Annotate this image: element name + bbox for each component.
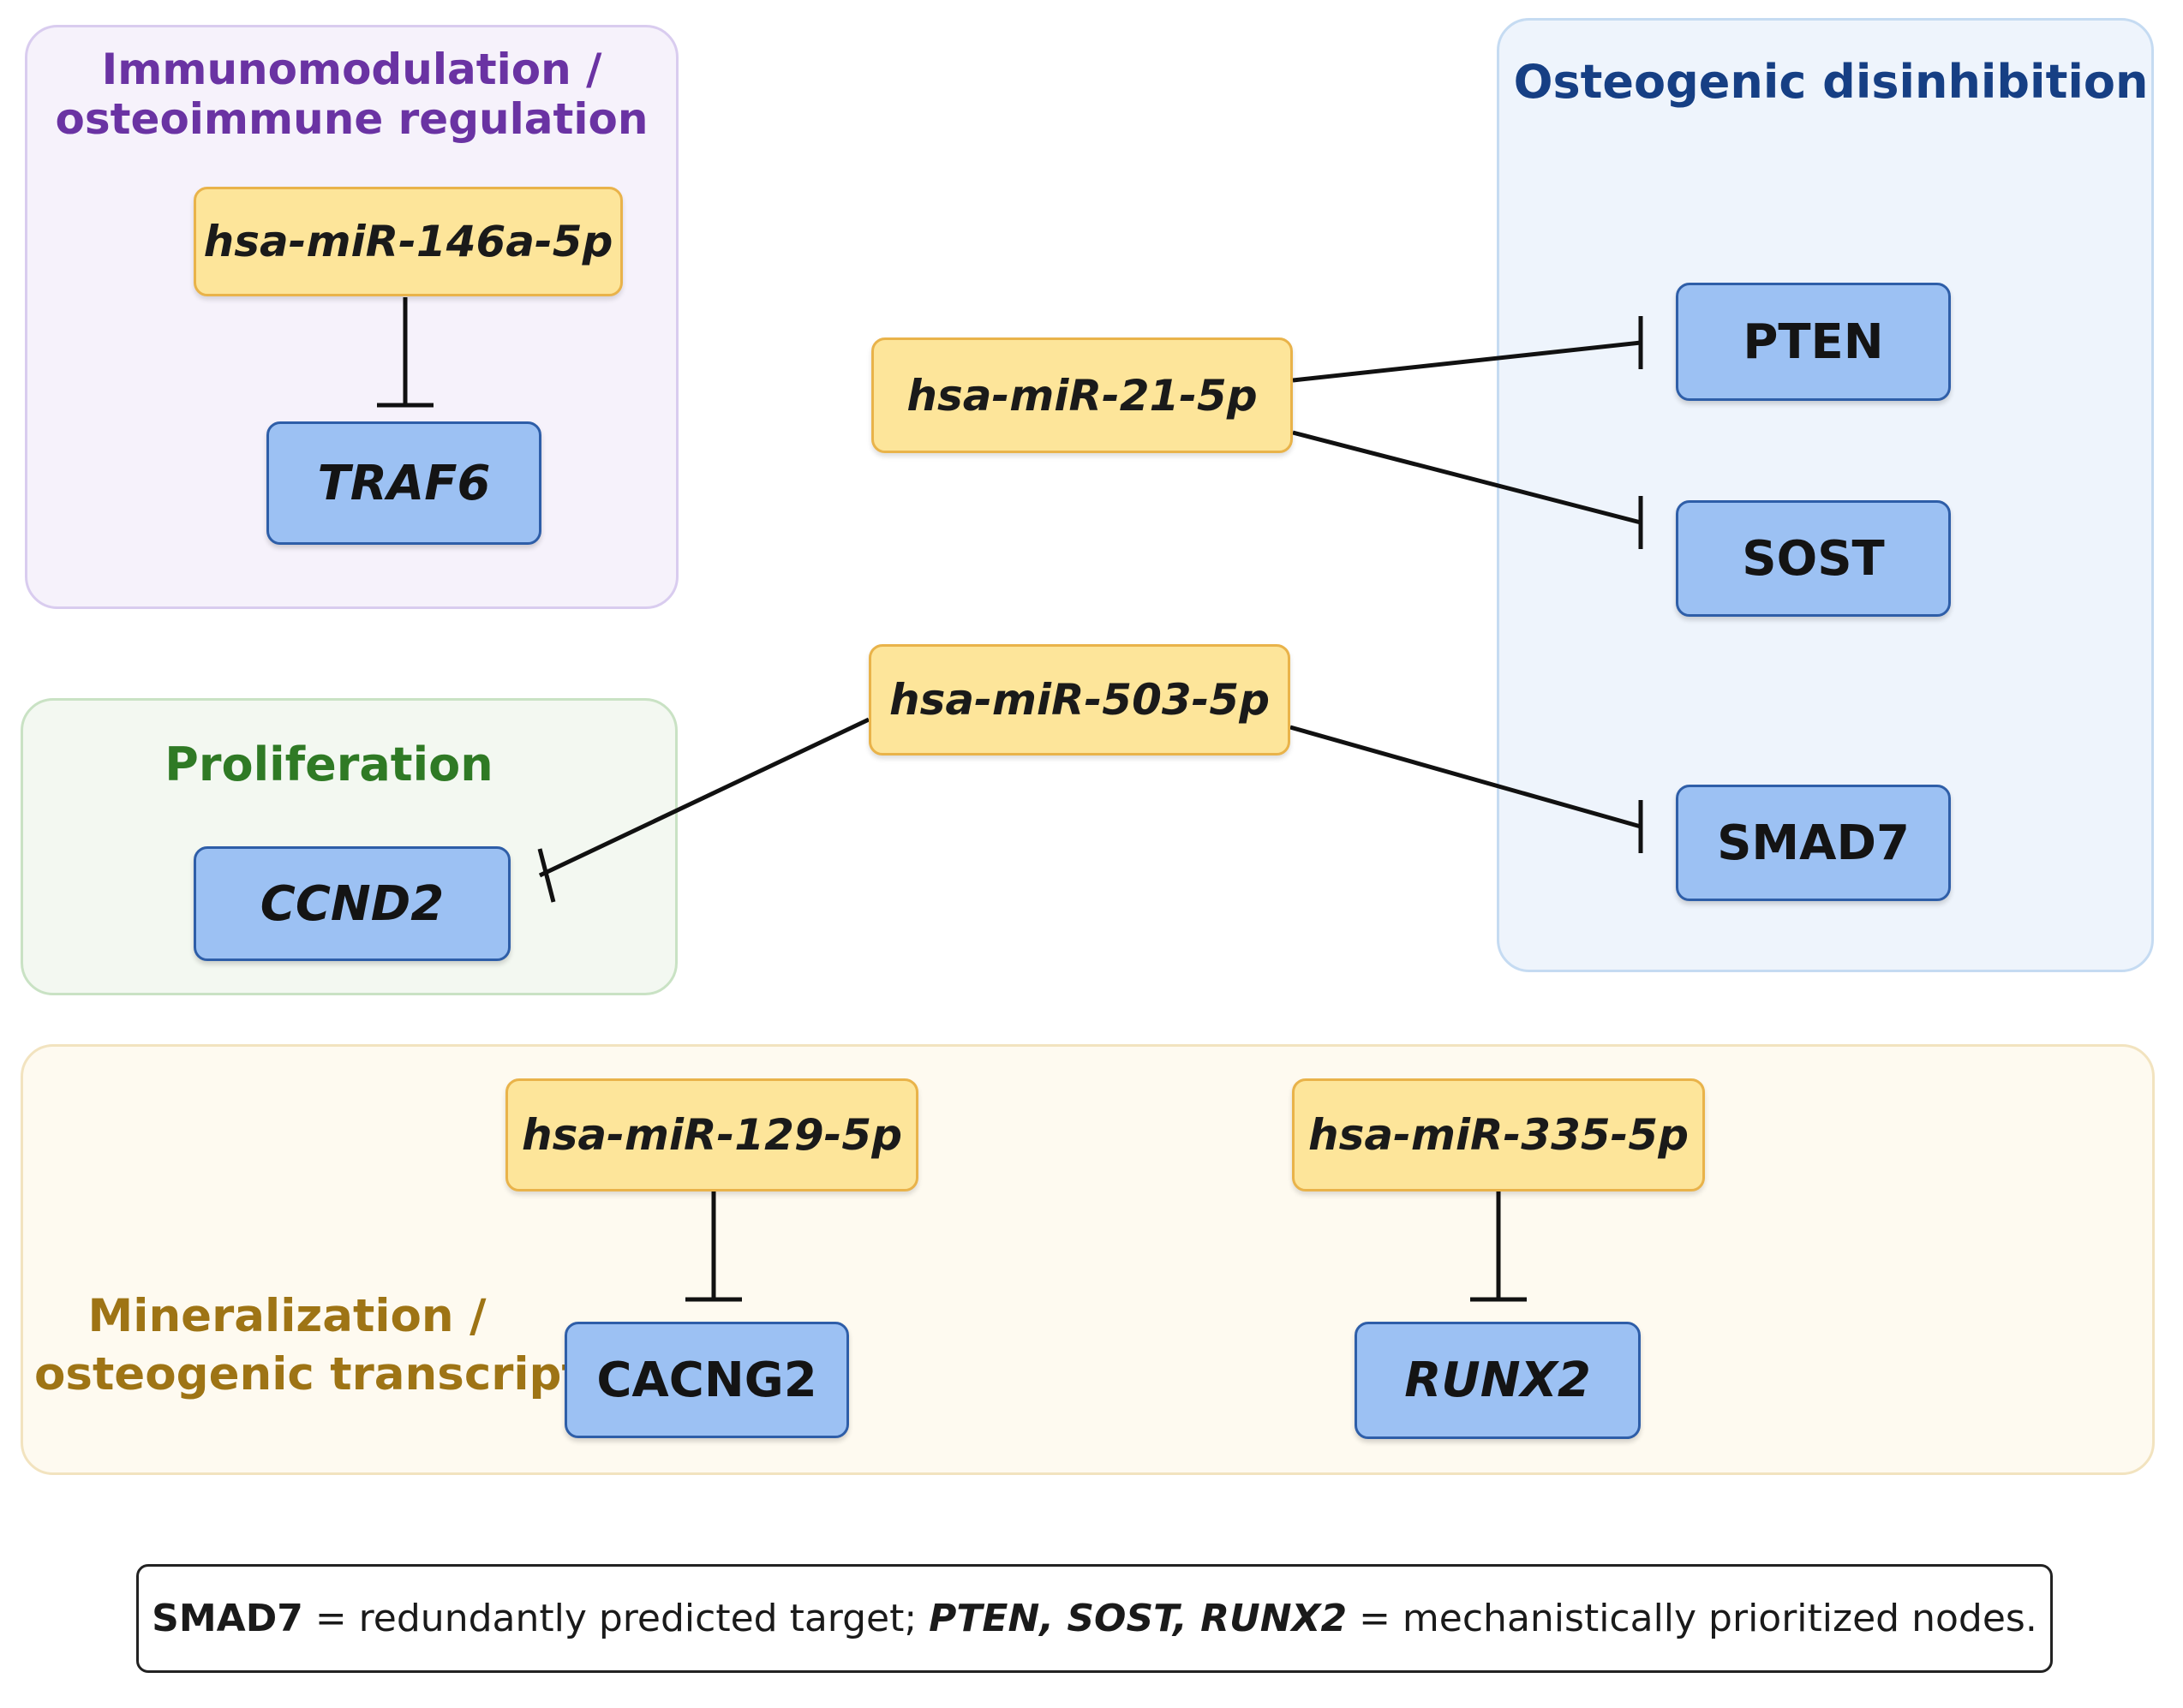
gene-pten: PTEN xyxy=(1676,283,1951,401)
gene-runx2: RUNX2 xyxy=(1355,1322,1641,1439)
gene-cacng2: CACNG2 xyxy=(565,1322,849,1438)
mirna-hsa-miR-335-5p: hsa-miR-335-5p xyxy=(1292,1078,1705,1191)
edge-mir503-smad7 xyxy=(1289,725,1642,829)
osteogenic-disinhibition-title: Osteogenic disinhibition xyxy=(1513,55,2149,109)
edge-mir21-pten xyxy=(1292,340,1642,383)
legend-redundant-text: = redundantly predicted target; xyxy=(302,1597,930,1640)
mirna-hsa-miR-503-5p: hsa-miR-503-5p xyxy=(869,644,1290,755)
group-mineralization xyxy=(21,1044,2155,1475)
gene-ccnd2: CCND2 xyxy=(194,846,511,961)
mineralization-title-line1: Mineralization / xyxy=(87,1290,487,1342)
mirna-hsa-miR-21-5p: hsa-miR-21-5p xyxy=(871,337,1293,453)
gene-smad7: SMAD7 xyxy=(1676,785,1951,901)
proliferation-title: Proliferation xyxy=(164,738,493,791)
legend-smad7: SMAD7 xyxy=(152,1597,303,1640)
mirna-hsa-miR-146a-5p: hsa-miR-146a-5p xyxy=(194,187,623,296)
gene-sost: SOST xyxy=(1676,500,1951,617)
immunomodulation-title-line2: osteoimmune regulation xyxy=(55,94,649,144)
legend-prioritized-genes: PTEN, SOST, RUNX2 xyxy=(929,1597,1348,1640)
legend-prioritized-text: = mechanistically prioritized nodes. xyxy=(1347,1597,2037,1640)
edge-mir21-sost xyxy=(1292,430,1642,525)
edge-mir503-ccnd2 xyxy=(538,717,870,878)
gene-traf6: TRAF6 xyxy=(266,421,541,545)
legend-box: SMAD7 = redundantly predicted target; PT… xyxy=(136,1564,2053,1673)
mirna-hsa-miR-129-5p: hsa-miR-129-5p xyxy=(505,1078,918,1191)
immunomodulation-title: Immunomodulation / osteoimmune regulatio… xyxy=(25,45,679,144)
immunomodulation-title-line1: Immunomodulation / xyxy=(101,45,602,94)
edge-mir503-ccnd2-bar xyxy=(537,848,556,903)
group-osteogenic-disinhibition xyxy=(1497,18,2154,972)
